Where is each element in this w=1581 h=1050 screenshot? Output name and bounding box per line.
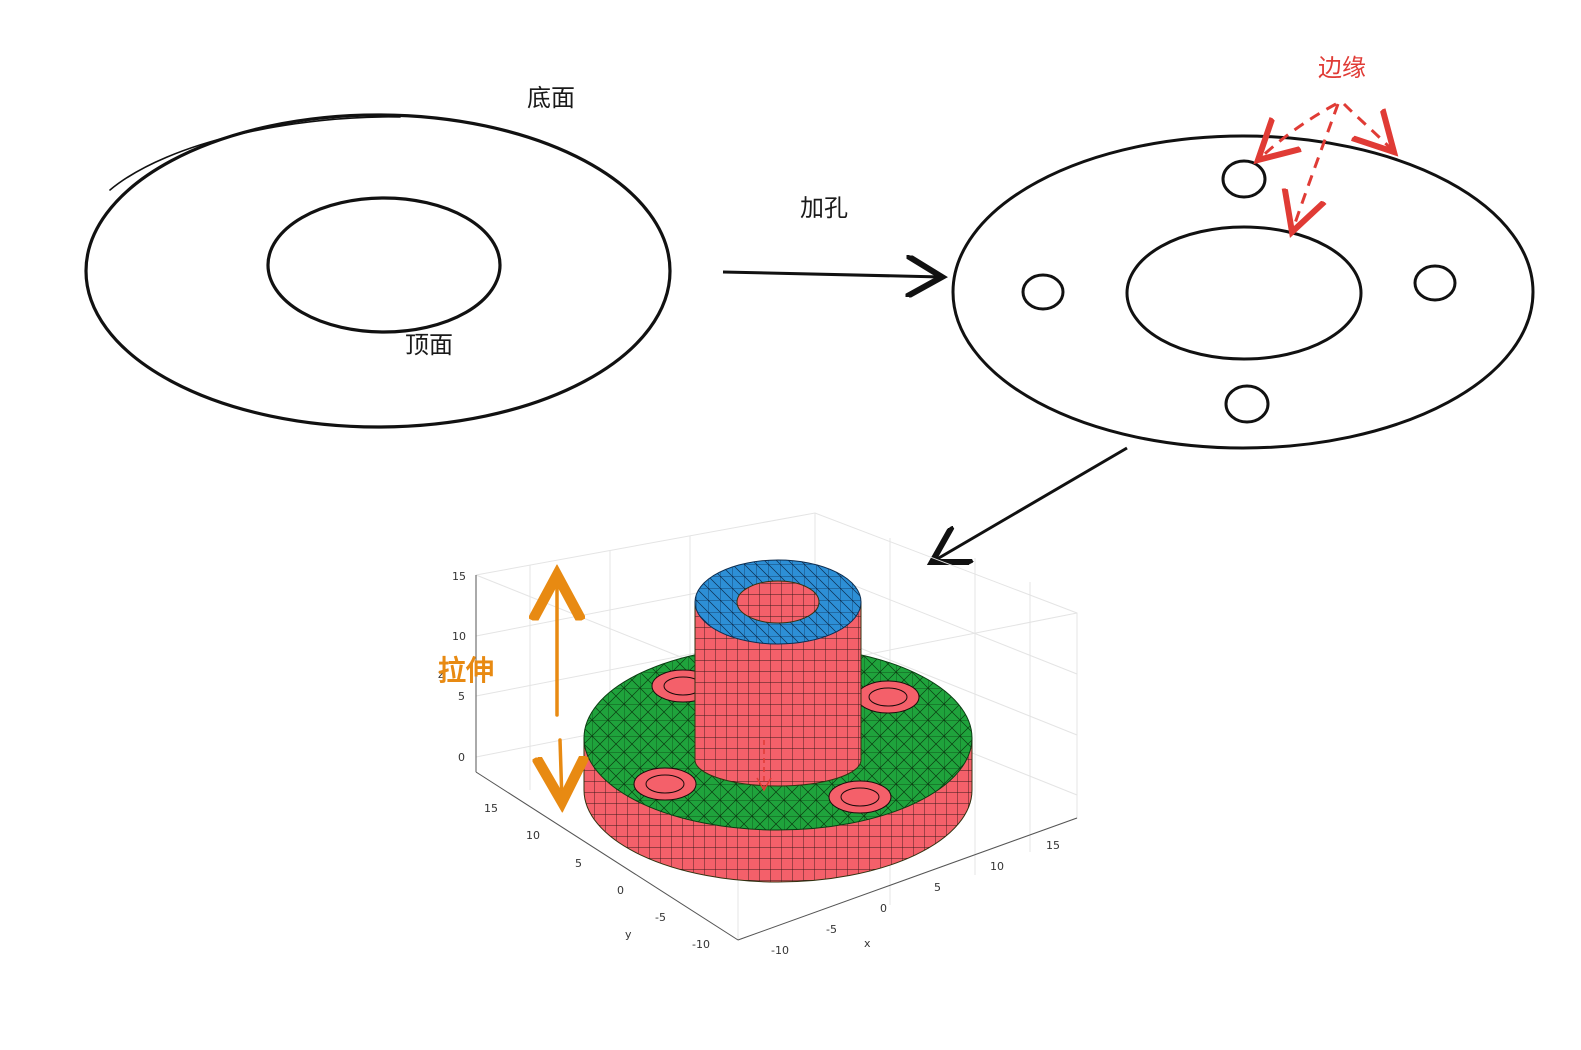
z-tick-10: 10 [452,630,466,643]
x-tick-10: 10 [990,860,1004,873]
inner-ellipse-holes [1125,225,1363,361]
x-tick-15: 15 [1046,839,1060,852]
x-tick-m5: -5 [826,923,837,936]
small-red-arrow [756,740,772,792]
extrude-arrow-down [560,738,562,802]
annulus-sketch [84,113,672,429]
cylinder-bore [736,580,820,624]
z-tick-15: 15 [452,570,466,583]
bottom-face-label: 底面 [527,84,575,112]
extrude-arrows [557,575,562,802]
hole-left [1021,273,1065,311]
cylinder-side-face [694,601,862,787]
plot-axes [475,575,1078,941]
y-tick-5: 5 [575,857,582,870]
y-tick-m10: -10 [692,938,710,951]
edges-label: 边缘 [1318,54,1366,82]
annulus-with-holes-sketch [951,134,1535,450]
flow-arrow-right [722,272,942,277]
z-tick-0: 0 [458,751,465,764]
y-tick-0: 0 [617,884,624,897]
z-tick-5: 5 [458,690,465,703]
inner-ellipse [266,196,502,334]
x-axis-ticks: -10 -5 0 5 10 15 x [771,839,1060,957]
x-tick-5: 5 [934,881,941,894]
y-tick-10: 10 [526,829,540,842]
hole-right [1413,264,1457,302]
edge-arrows [1258,102,1394,232]
top-face-label: 顶面 [405,331,453,359]
z-axis-label: z [438,668,444,681]
hole-top [1221,159,1267,199]
flow-arrow-down [932,446,1128,562]
hole-bottom [1224,384,1270,424]
extrude-label: 拉伸 [438,654,495,687]
outer-ellipse [84,113,672,429]
y-tick-15: 15 [484,802,498,815]
y-axis-label: y [625,928,632,941]
x-tick-m10: -10 [771,944,789,957]
y-tick-m5: -5 [655,911,666,924]
outer-ellipse-holes [951,134,1535,450]
add-holes-label: 加孔 [800,194,848,222]
x-axis-label: x [864,937,871,950]
y-axis-ticks: 15 10 5 0 -5 -10 y [484,802,710,951]
x-tick-0: 0 [880,902,887,915]
edge-arrow-to-inner [1292,103,1340,232]
edge-arrow-to-outer [1342,102,1394,152]
edge-arrow-to-hole [1258,102,1337,160]
z-axis-ticks: 15 10 5 0 z [438,570,466,764]
mesh-plot: 15 10 5 0 z 15 10 5 0 -5 -10 y -10 -5 0 … [438,512,1078,957]
